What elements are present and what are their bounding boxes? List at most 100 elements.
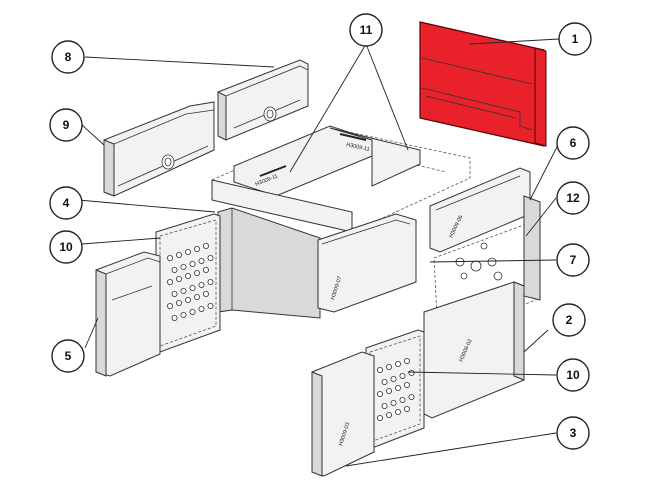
perforation-hole — [189, 260, 196, 267]
part-9-block[interactable] — [103, 101, 215, 197]
part-6-block[interactable]: H3009-06 — [429, 167, 531, 253]
perforation-hole — [381, 378, 388, 385]
perforation-hole — [193, 245, 200, 252]
part-9-side — [103, 139, 115, 197]
perforation-hole — [403, 381, 410, 388]
perforation-hole — [202, 242, 209, 249]
center-front-block[interactable]: H3009-07 — [317, 213, 417, 313]
part-10-left-holes — [166, 242, 214, 321]
callout-3: 3 — [556, 416, 590, 450]
part-1-back-plate[interactable] — [419, 21, 547, 147]
perforation-hole — [184, 248, 191, 255]
perforation-hole — [189, 308, 196, 315]
perforation-hole — [180, 287, 187, 294]
leader-8 — [84, 56, 275, 68]
part-1-edge-line — [425, 95, 517, 119]
callout-2: 2 — [552, 303, 586, 337]
perforation-hole — [193, 293, 200, 300]
perforation-hole — [198, 281, 205, 288]
callout-9: 9 — [49, 108, 83, 142]
callout-10a: 10 — [49, 230, 83, 264]
perforation-hole — [180, 311, 187, 318]
part-10-right-plate[interactable] — [365, 329, 425, 449]
perforation-hole — [399, 372, 406, 379]
leader-lines — [77, 38, 560, 467]
perforation-hole — [175, 299, 182, 306]
center-front-face — [317, 213, 417, 313]
callout-6: 6 — [556, 126, 590, 160]
part-11-plate-right — [329, 127, 421, 187]
perforation-hole — [376, 390, 383, 397]
callout-label: 4 — [63, 196, 70, 210]
perforation-hole — [394, 384, 401, 391]
part-2-face — [423, 281, 525, 419]
perforation-hole — [399, 396, 406, 403]
stamp-text: H3009-11 — [346, 142, 370, 153]
part-10-right-holes — [376, 357, 415, 421]
part-1-face — [419, 21, 545, 147]
part-9-edge — [113, 109, 215, 145]
part-2-side — [513, 281, 525, 381]
perforation-hole — [381, 402, 388, 409]
center-front-edge — [321, 219, 411, 245]
leader-11a — [289, 43, 367, 173]
part-11-stamp-right: H3009-11 — [339, 133, 370, 153]
part-9-hole-inner — [164, 157, 172, 167]
callout-label: 2 — [566, 313, 573, 327]
leader-3 — [345, 432, 557, 467]
part-5-edge — [111, 285, 153, 301]
part-3-side — [311, 371, 323, 477]
perforation-hole — [202, 266, 209, 273]
part-8-side — [217, 91, 227, 141]
callout-1: 1 — [558, 22, 592, 56]
leader-5 — [84, 317, 99, 349]
perforation-hole — [189, 284, 196, 291]
perforation-hole — [376, 366, 383, 373]
part-3-block[interactable]: H3009-03 — [311, 351, 375, 477]
part-7-fittings — [455, 242, 503, 281]
part-10-right-face — [365, 329, 425, 449]
callout-8: 8 — [51, 40, 85, 74]
part-5-side — [95, 269, 107, 377]
part-8-edge — [225, 65, 309, 97]
part-8-block[interactable] — [217, 59, 309, 141]
callout-label: 10 — [566, 368, 580, 382]
part-11-top-plates[interactable]: H3009-11 H3009-11 — [211, 125, 471, 233]
leader-10b — [407, 371, 557, 376]
part-12-frame[interactable] — [433, 195, 541, 337]
perforation-hole — [394, 408, 401, 415]
perforation-hole — [207, 278, 214, 285]
callout-10b: 10 — [556, 358, 590, 392]
part-2-block[interactable]: H3009-02 — [423, 281, 525, 419]
leader-11b — [365, 43, 409, 151]
perforation-hole — [193, 269, 200, 276]
part-6-edge — [435, 175, 521, 211]
part-4-face — [217, 207, 321, 319]
part-1-edge-line — [421, 87, 533, 131]
leader-10a — [81, 237, 161, 245]
part-1-edge-line — [421, 57, 533, 85]
part-4-block[interactable] — [217, 207, 321, 319]
perforation-hole — [166, 302, 173, 309]
callout-label: 6 — [570, 136, 577, 150]
part-5-edge — [105, 257, 161, 275]
perforation-hole — [184, 296, 191, 303]
perforation-hole — [175, 275, 182, 282]
perforation-hole — [166, 278, 173, 285]
perforation-hole — [403, 405, 410, 412]
perforation-hole — [171, 290, 178, 297]
callout-label: 3 — [570, 426, 577, 440]
part-9-face — [103, 101, 215, 197]
callout-12: 12 — [556, 181, 590, 215]
leader-7 — [429, 259, 557, 263]
part-11-divider — [309, 139, 447, 173]
leader-1 — [469, 38, 560, 45]
part-5-block[interactable] — [95, 251, 161, 377]
callouts: 1 2 3 4 5 6 7 8 9 10 10 11 12 — [49, 13, 592, 450]
perforation-hole — [166, 254, 173, 261]
leader-6 — [529, 142, 560, 201]
part-10-left-plate[interactable] — [155, 213, 221, 353]
callout-4: 4 — [49, 186, 83, 220]
callout-label: 10 — [59, 240, 73, 254]
part-12-side-bar — [523, 195, 541, 301]
